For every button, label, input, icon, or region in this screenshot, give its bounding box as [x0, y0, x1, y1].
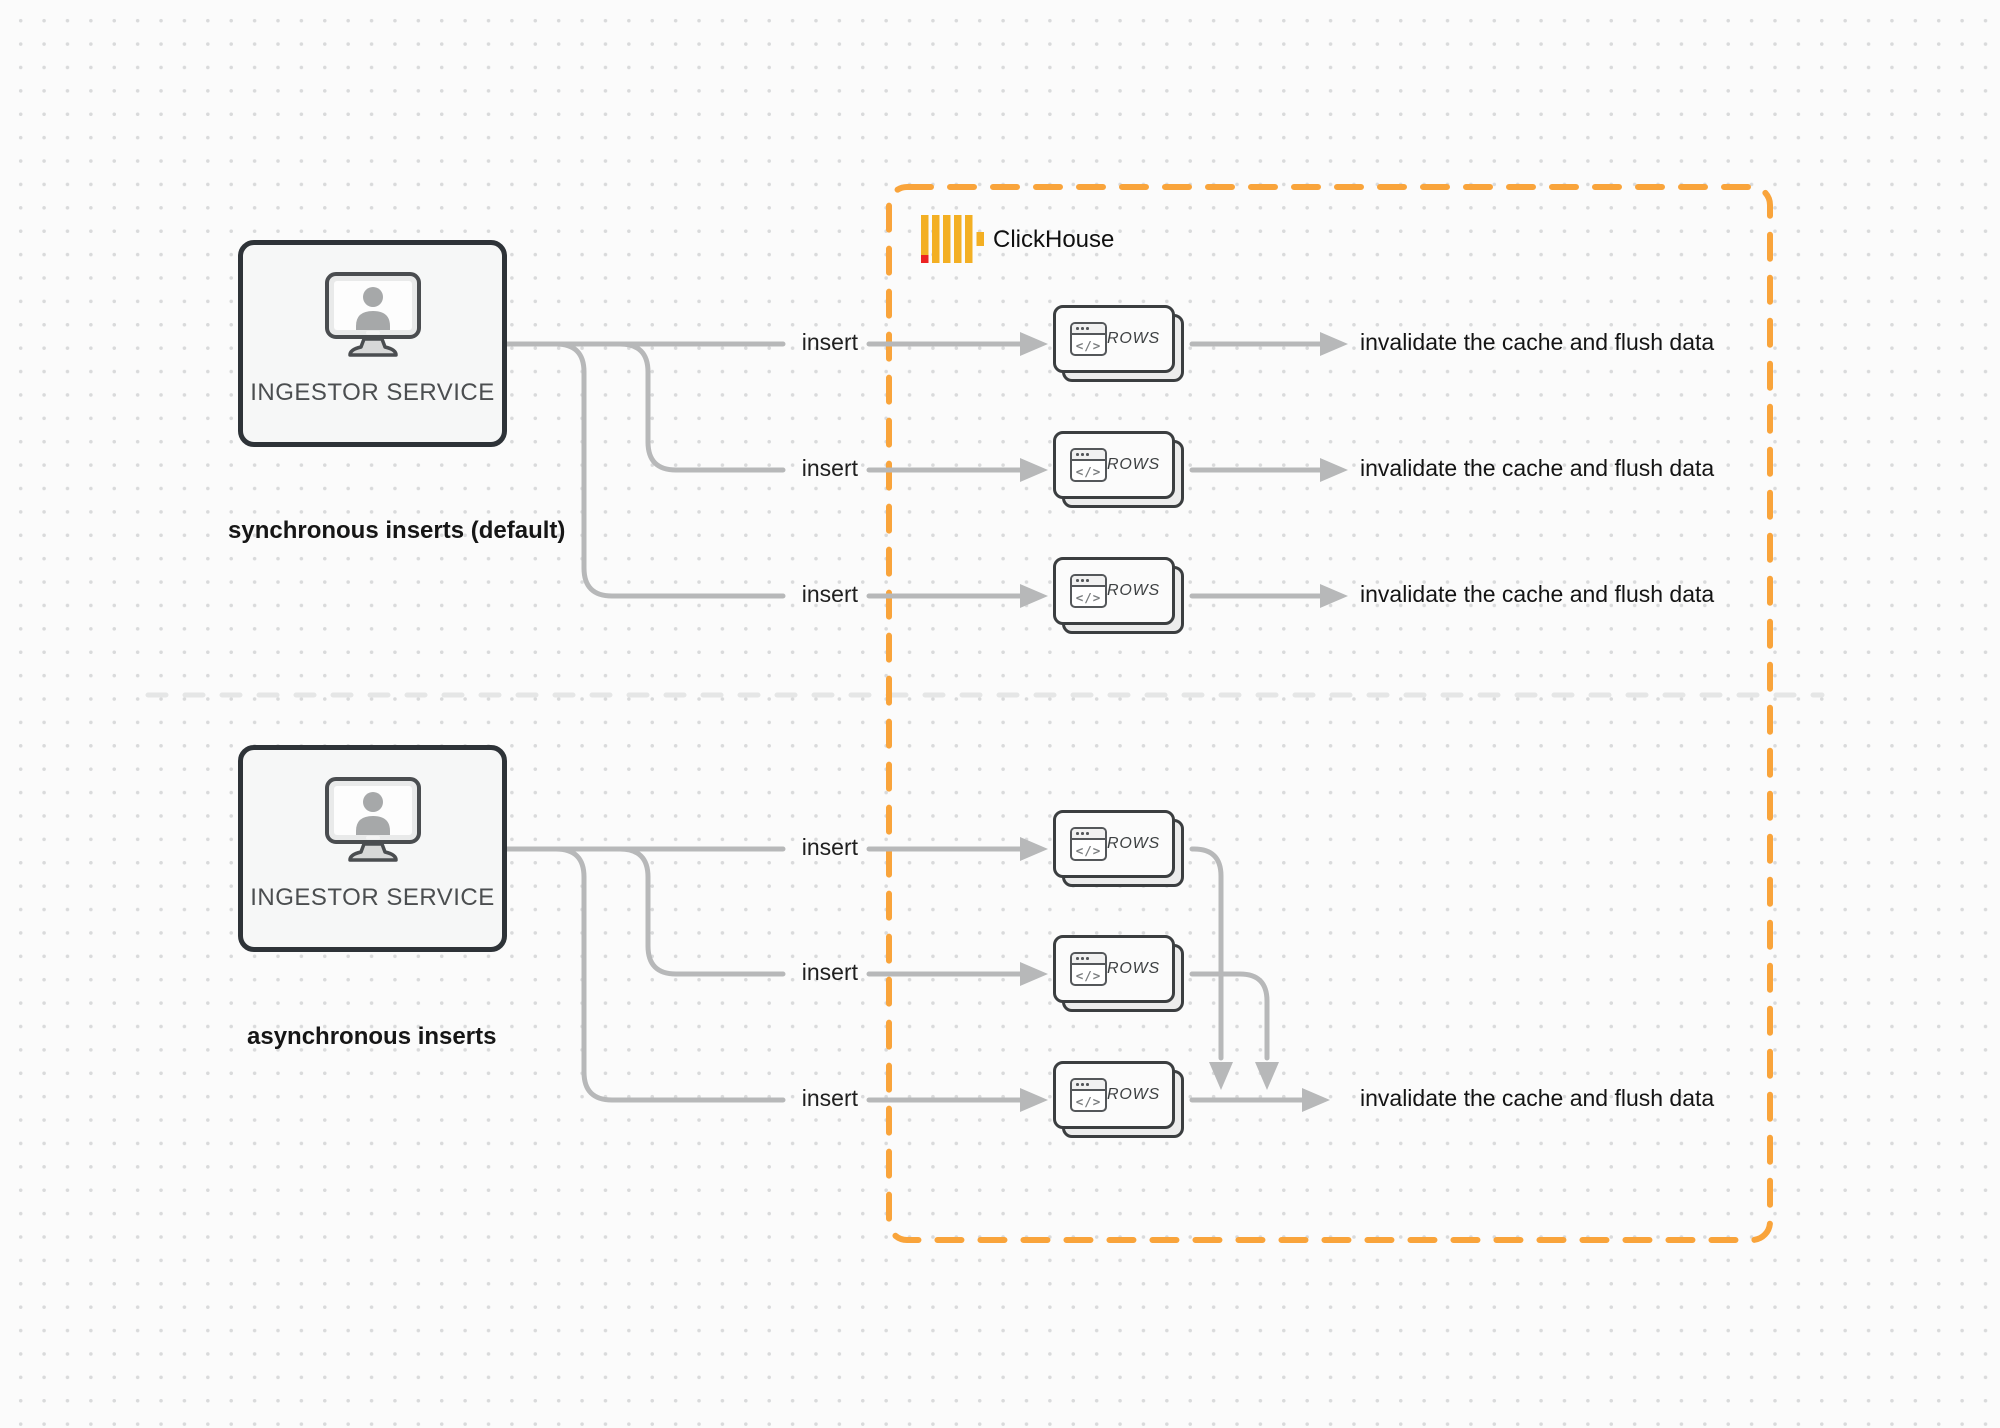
service-node-label: INGESTOR SERVICE	[250, 884, 495, 911]
rows-label: ROWS	[1107, 330, 1160, 347]
insert-label: insert	[801, 1085, 858, 1111]
window-titlebar	[1072, 450, 1106, 461]
insert-label: insert	[801, 834, 858, 860]
rows-card: </> ROWS	[1053, 557, 1175, 625]
window-titlebar	[1072, 1080, 1106, 1091]
connector-sync-branch-row3	[553, 341, 786, 599]
rows-node: </> ROWS	[1053, 431, 1184, 508]
rows-label: ROWS	[1107, 835, 1160, 852]
code-window-icon: </>	[1070, 827, 1108, 861]
arrowhead-right-icon	[1302, 1088, 1330, 1112]
clickhouse-brand-label: ClickHouse	[993, 226, 1115, 253]
rows-label: ROWS	[1107, 960, 1160, 977]
connector-async-branch-row2	[617, 846, 786, 977]
rows-card: </> ROWS	[1053, 431, 1175, 499]
window-titlebar	[1072, 954, 1106, 965]
arrowhead-right-icon	[1020, 332, 1048, 356]
rows-card: </> ROWS	[1053, 935, 1175, 1003]
arrowhead-down-icon	[1255, 1062, 1279, 1090]
arrowheads	[1020, 332, 1348, 1112]
rows-card: </> ROWS	[1053, 1061, 1175, 1129]
flush-result-label: invalidate the cache and flush data	[1360, 581, 1715, 607]
code-glyph: </>	[1075, 464, 1102, 479]
arrowhead-down-icon	[1209, 1062, 1233, 1090]
connector-sync-branch-row2	[617, 341, 786, 473]
insert-label: insert	[801, 329, 858, 355]
connector-async-branch-row3	[553, 846, 786, 1103]
code-window-icon: </>	[1070, 1078, 1108, 1112]
code-glyph: </>	[1075, 338, 1102, 353]
rows-node: </> ROWS	[1053, 305, 1184, 382]
window-titlebar	[1072, 576, 1106, 587]
connector-async-merge-2	[1189, 971, 1270, 1061]
service-node-label: INGESTOR SERVICE	[250, 379, 495, 406]
rows-card: </> ROWS	[1053, 810, 1175, 878]
code-window-icon: </>	[1070, 952, 1108, 986]
ingestor-service-node-sync: INGESTOR SERVICE	[238, 240, 507, 447]
code-glyph: </>	[1075, 1094, 1102, 1109]
code-window-icon: </>	[1070, 574, 1108, 608]
code-glyph: </>	[1075, 968, 1102, 983]
rows-node: </> ROWS	[1053, 1061, 1184, 1138]
rows-label: ROWS	[1107, 456, 1160, 473]
window-titlebar	[1072, 829, 1106, 840]
code-window-icon: </>	[1070, 448, 1108, 482]
clickhouse-boundary-dashed-box	[886, 184, 1773, 1243]
arrowhead-right-icon	[1320, 332, 1348, 356]
user-workstation-icon	[324, 777, 421, 862]
arrowhead-right-icon	[1020, 962, 1048, 986]
sync-section-caption: synchronous inserts (default)	[228, 517, 566, 544]
rows-node: </> ROWS	[1053, 557, 1184, 634]
rows-node: </> ROWS	[1053, 810, 1184, 887]
code-glyph: </>	[1075, 843, 1102, 858]
arrowhead-right-icon	[1320, 458, 1348, 482]
insert-label: insert	[801, 455, 858, 481]
user-workstation-icon	[324, 272, 421, 357]
async-section-caption: asynchronous inserts	[247, 1023, 497, 1050]
clickhouse-logo-icon	[921, 215, 984, 263]
window-titlebar	[1072, 324, 1106, 335]
rows-card: </> ROWS	[1053, 305, 1175, 373]
code-glyph: </>	[1075, 590, 1102, 605]
arrowhead-right-icon	[1020, 837, 1048, 861]
flush-result-label: invalidate the cache and flush data	[1360, 1085, 1715, 1111]
code-window-icon: </>	[1070, 322, 1108, 356]
flush-result-label: invalidate the cache and flush data	[1360, 455, 1715, 481]
flush-result-label: invalidate the cache and flush data	[1360, 329, 1715, 355]
arrowhead-right-icon	[1020, 584, 1048, 608]
insert-label: insert	[801, 959, 858, 985]
arrowhead-right-icon	[1020, 458, 1048, 482]
insert-label: insert	[801, 581, 858, 607]
arrowhead-right-icon	[1320, 584, 1348, 608]
rows-node: </> ROWS	[1053, 935, 1184, 1012]
rows-label: ROWS	[1107, 1086, 1160, 1103]
ingestor-service-node-async: INGESTOR SERVICE	[238, 745, 507, 952]
rows-label: ROWS	[1107, 582, 1160, 599]
arrowhead-right-icon	[1020, 1088, 1048, 1112]
connector-async-merge-1	[1189, 846, 1224, 1061]
